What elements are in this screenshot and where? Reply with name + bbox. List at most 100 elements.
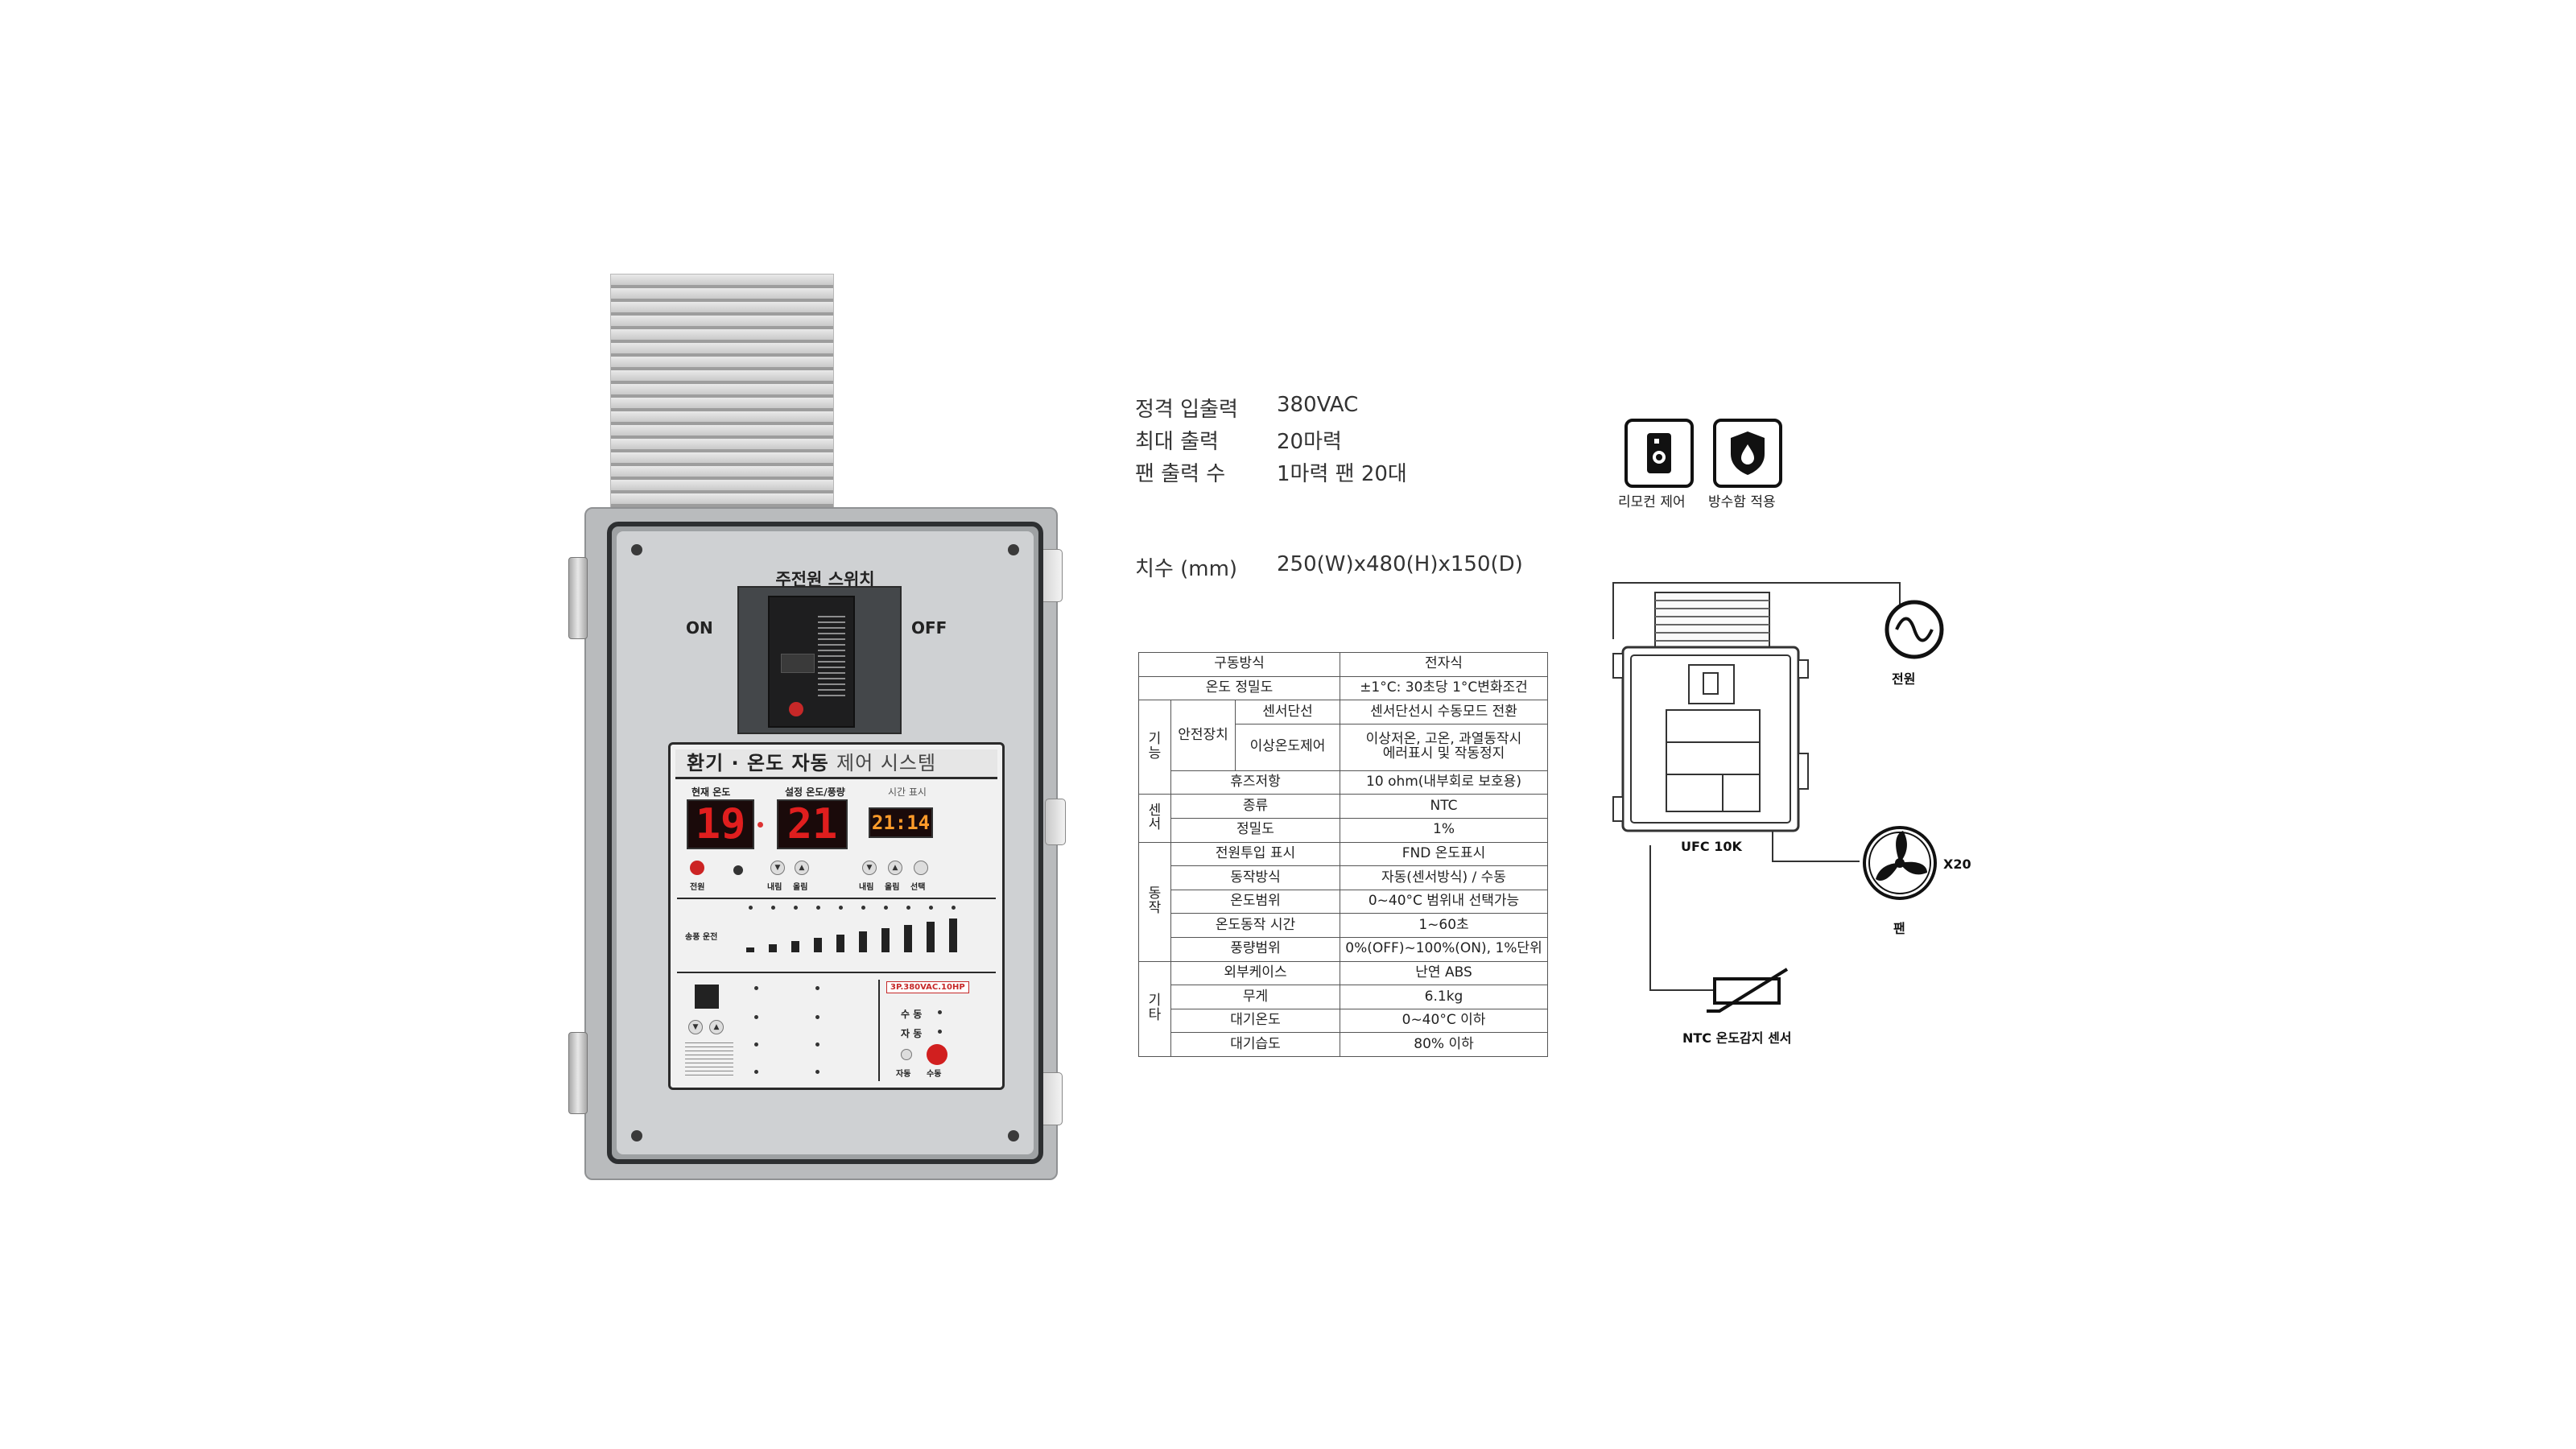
- airflow-led: [952, 906, 956, 910]
- table-row: 휴즈저항 10 ohm(내부회로 보호용): [1139, 770, 1548, 795]
- status-led: [758, 822, 763, 828]
- airflow-level-bar: [881, 928, 890, 952]
- dimension-value: 250(W)x480(H)x150(D): [1277, 552, 1523, 576]
- airflow-level-bar: [746, 947, 754, 952]
- table-cell: 동작방식: [1170, 865, 1340, 890]
- airflow-indicator-block: 송풍 운전: [677, 901, 996, 973]
- circuit-breaker[interactable]: [768, 596, 855, 728]
- table-row: 무게 6.1kg: [1139, 985, 1548, 1009]
- table-row: 온도범위 0~40°C 범위내 선택가능: [1139, 889, 1548, 914]
- table-cell: 자동(센서방식) / 수동: [1340, 865, 1548, 890]
- setting-led: [754, 986, 758, 990]
- table-group-cell: 센서: [1138, 794, 1171, 843]
- on-label: ON: [686, 618, 713, 638]
- airflow-label: 송풍 운전: [685, 933, 718, 942]
- table-row: 동작 전원투입 표시 FND 온도표시: [1138, 841, 1548, 962]
- manual-led: [938, 1010, 942, 1014]
- table-cell: 무게: [1170, 985, 1340, 1009]
- auto-button-label: 자동: [896, 1070, 911, 1079]
- table-cell: 난연 ABS: [1340, 960, 1548, 986]
- table-cell: 대기온도: [1170, 1008, 1340, 1034]
- setting-led: [815, 1015, 819, 1019]
- breaker-toggle[interactable]: [781, 654, 815, 673]
- screw: [631, 1130, 642, 1141]
- remote-receiver: [695, 985, 719, 1009]
- table-cell: 이상온도제어: [1235, 723, 1340, 771]
- table-cell: 0~40°C 이하: [1340, 1008, 1548, 1034]
- up-label: 올림: [793, 883, 808, 892]
- settings-block: ▼ ▲ 3P.380VAC.10HP 수 동: [677, 975, 996, 1083]
- waterproof-icon: [1713, 419, 1782, 488]
- set-down-button[interactable]: ▼: [770, 861, 785, 875]
- setting-led: [815, 1042, 819, 1046]
- panel-title-bold: 환기 · 온도 자동: [687, 752, 829, 774]
- airflow-led: [884, 906, 888, 910]
- table-cell: 센서단선시 수동모드 전환: [1340, 700, 1548, 724]
- hinge-top: [568, 557, 588, 639]
- dimension-row: 치수 (mm) 250(W)x480(H)x150(D): [1135, 552, 1523, 582]
- table-row: 이상온도제어 이상저온, 고온, 과열동작시 에러표시 및 작동정지: [1139, 723, 1548, 771]
- wiring-diagram: 전원 UFC 10K X20 팬 NTC 온도감지 센서: [1594, 564, 2045, 1046]
- indicator-led: [733, 865, 743, 875]
- set-up-button[interactable]: ▲: [795, 861, 809, 875]
- spec-value: 380VAC: [1277, 393, 1359, 417]
- auto-button[interactable]: [901, 1049, 912, 1060]
- table-cell: 10 ohm(내부회로 보호용): [1340, 770, 1548, 795]
- airflow-level-bar: [904, 925, 912, 952]
- table-cell: 구동방식: [1138, 652, 1340, 677]
- setting-led: [754, 1042, 758, 1046]
- side-latch[interactable]: [1045, 799, 1066, 845]
- table-cell: 센서단선: [1235, 700, 1340, 724]
- airflow-led: [771, 906, 775, 910]
- remote-control-icon: [1624, 419, 1694, 488]
- table-cell: 6.1kg: [1340, 985, 1548, 1009]
- time-up-button[interactable]: ▲: [888, 861, 902, 875]
- table-cell: 80% 이하: [1340, 1032, 1548, 1057]
- spec-value: 20마력: [1277, 430, 1342, 454]
- airflow-led: [906, 906, 910, 910]
- time-select-button[interactable]: [914, 861, 928, 875]
- table-cell: 풍량범위: [1170, 936, 1340, 962]
- table-group-cell: 기타: [1138, 960, 1171, 1057]
- dimension-label: 치수 (mm): [1135, 557, 1238, 581]
- table-row: 구동방식 전자식: [1138, 652, 1548, 677]
- select-label: 선택: [910, 883, 926, 892]
- enclosure-case: 주전원 스위치 ON OFF 환기 · 온도 자동 제어 시스템: [568, 507, 1066, 1180]
- airflow-level-bar: [859, 931, 867, 952]
- spec-row: 최대 출력 20마력: [1135, 425, 1342, 455]
- control-panel: 환기 · 온도 자동 제어 시스템 현재 온도 설정 온도/풍량 시간 표시 1…: [668, 742, 1005, 1090]
- auto-mode-label: 자 동: [901, 1028, 923, 1039]
- remote-control-label: 리모컨 제어: [1618, 494, 1686, 510]
- airflow-led: [794, 906, 798, 910]
- manual-button[interactable]: [927, 1044, 947, 1065]
- setting-led: [754, 1015, 758, 1019]
- table-cell: 대기습도: [1170, 1032, 1340, 1057]
- table-row: 대기온도 0~40°C 이하: [1139, 1008, 1548, 1034]
- set-temp-display: 21: [777, 799, 848, 849]
- down-label: 내림: [767, 883, 782, 892]
- controller-device: 주전원 스위치 ON OFF 환기 · 온도 자동 제어 시스템: [568, 274, 1066, 1183]
- airflow-level-bar: [949, 919, 957, 952]
- airflow-level-bar: [769, 944, 777, 952]
- breaker-test-button[interactable]: [789, 702, 803, 716]
- power-button-icon[interactable]: [690, 861, 704, 875]
- screw: [1008, 1130, 1019, 1141]
- inner-panel: 주전원 스위치 ON OFF 환기 · 온도 자동 제어 시스템: [617, 531, 1034, 1154]
- setting-led: [754, 1070, 758, 1074]
- time-down-button[interactable]: ▼: [862, 861, 877, 875]
- setting-led: [815, 986, 819, 990]
- table-row: 기타 외부케이스 난연 ABS: [1138, 960, 1548, 1057]
- settings-legend: [685, 1039, 733, 1076]
- power-source-label: 전원: [1892, 671, 1916, 687]
- table-cell: 전원투입 표시: [1170, 841, 1340, 867]
- panel-title-light: 제어 시스템: [836, 752, 937, 774]
- table-cell: 안전장치: [1170, 700, 1236, 771]
- ntc-sensor-label: NTC 온도감지 센서: [1682, 1030, 1792, 1046]
- menu-up-button[interactable]: ▲: [709, 1020, 724, 1034]
- display-block: 현재 온도 설정 온도/풍량 시간 표시 19 21 21:14 ▼ ▲ ▼ ▲: [677, 783, 996, 899]
- spec-row: 정격 입출력 380VAC: [1135, 393, 1358, 423]
- airflow-led: [861, 906, 865, 910]
- table-cell: 1~60초: [1340, 913, 1548, 938]
- menu-down-button[interactable]: ▼: [688, 1020, 703, 1034]
- table-cell: 온도범위: [1170, 889, 1340, 914]
